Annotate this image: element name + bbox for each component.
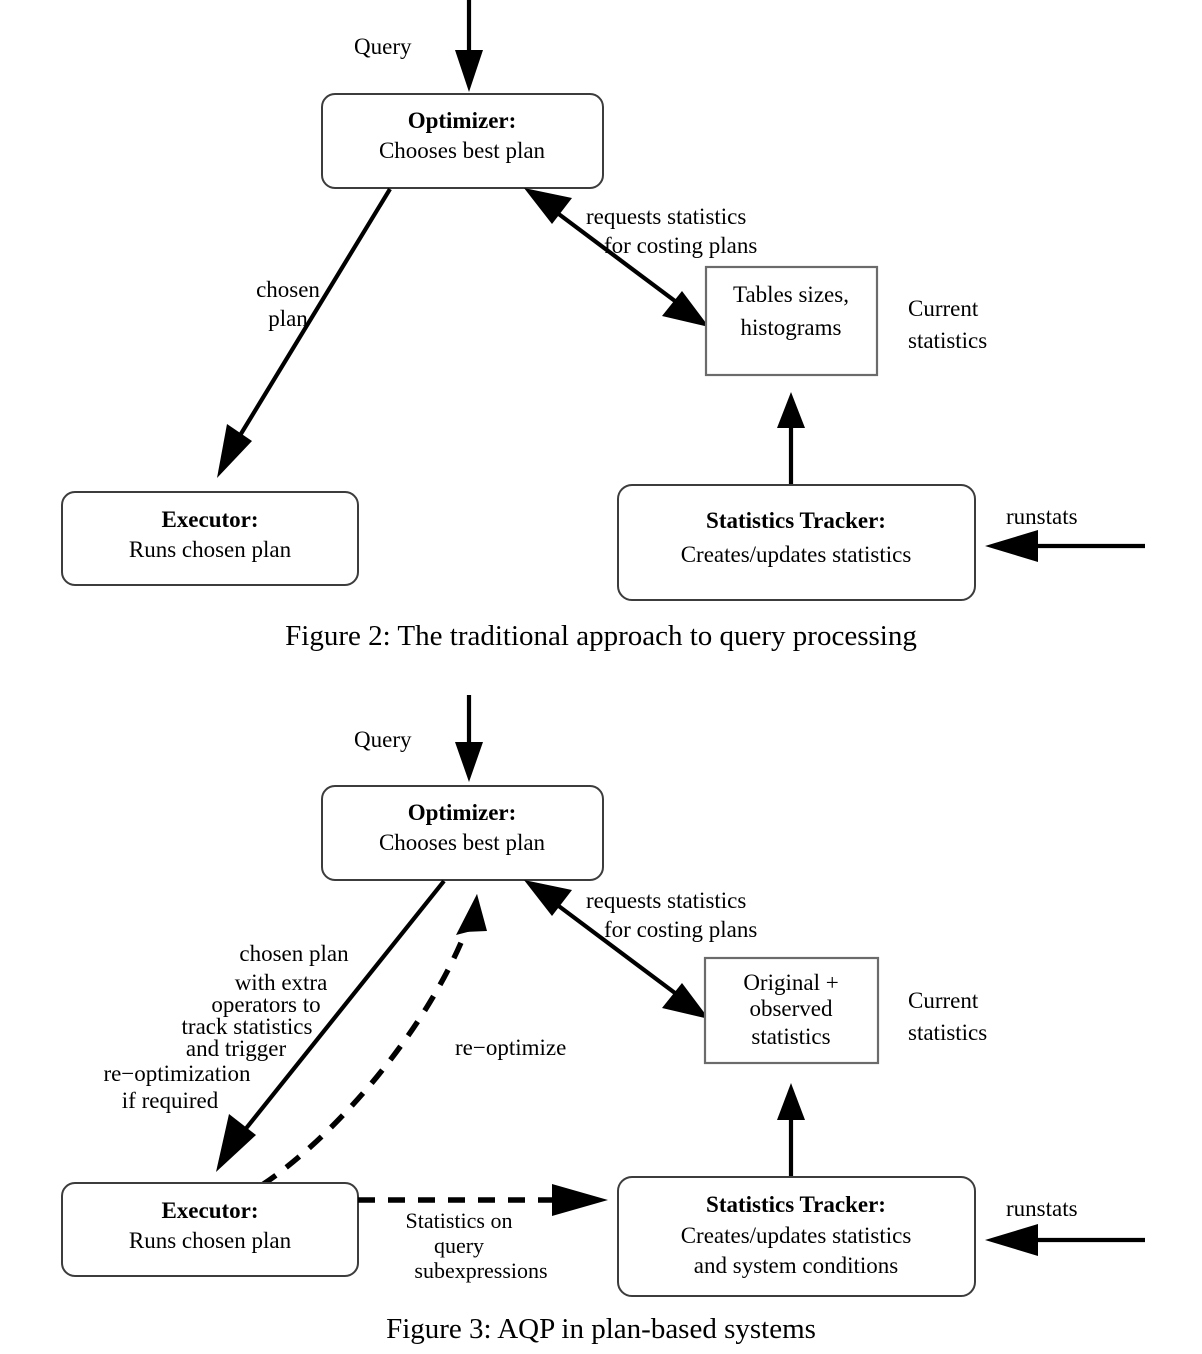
fig2-optimizer-body: Chooses best plan <box>379 138 546 163</box>
fig2-runstats-arrow <box>985 530 1145 562</box>
fig3-query-arrow <box>455 695 483 782</box>
fig3-reoptimize-arrow <box>260 894 487 1188</box>
fig2-optimizer-box[interactable] <box>321 93 604 189</box>
fig2-chosen-plan-label-line2: plan <box>268 306 308 331</box>
fig3-runstats-arrow <box>985 1224 1145 1256</box>
fig3-requests-label-line1: requests statistics <box>586 888 746 913</box>
fig3-chosen-plan-line6: re−optimization <box>103 1061 251 1086</box>
fig2-requests-label-line2: for costing plans <box>604 233 757 258</box>
fig3-chosen-plan-line7: if required <box>122 1088 219 1113</box>
fig2-store-line2: histograms <box>741 315 842 340</box>
fig2-requests-statistics-arrow <box>524 188 709 327</box>
fig2-requests-label-line1: requests statistics <box>586 204 746 229</box>
fig2-optimizer-title: Optimizer: <box>408 108 517 133</box>
fig3-chosen-plan-line2: with extra <box>235 970 328 995</box>
figure-2-group: Query Optimizer: Chooses best plan chose… <box>61 0 1145 652</box>
fig2-query-label: Query <box>354 34 412 59</box>
fig3-chosen-plan-line3: operators to <box>211 992 320 1017</box>
fig3-tracker-title: Statistics Tracker: <box>706 1192 886 1217</box>
fig3-chosen-plan-line1: chosen plan <box>239 941 349 966</box>
fig3-chosen-plan-line5: and trigger <box>186 1036 287 1061</box>
fig3-executor-box[interactable] <box>61 1182 359 1277</box>
fig2-store-line1: Tables sizes, <box>733 282 849 307</box>
fig2-caption: Figure 2: The traditional approach to qu… <box>285 620 917 652</box>
fig3-runstats-label: runstats <box>1006 1196 1078 1221</box>
fig3-caption: Figure 3: AQP in plan-based systems <box>386 1313 816 1345</box>
fig3-executor-title: Executor: <box>161 1198 258 1223</box>
fig3-reoptimize-label: re−optimize <box>455 1035 566 1060</box>
fig3-query-label: Query <box>354 727 412 752</box>
fig3-store-line1: Original + <box>743 970 838 995</box>
fig3-statistics-tracker-box[interactable] <box>617 1176 976 1297</box>
fig3-tracker-body1: Creates/updates statistics <box>681 1223 912 1248</box>
fig3-store-line3: statistics <box>751 1024 830 1049</box>
fig2-executor-body: Runs chosen plan <box>129 537 292 562</box>
fig3-statistics-store-box[interactable] <box>703 956 880 1065</box>
fig3-requests-statistics-arrow <box>524 880 709 1019</box>
fig2-tracker-title: Statistics Tracker: <box>706 508 886 533</box>
fig2-tracker-body: Creates/updates statistics <box>681 542 912 567</box>
fig3-chosen-plan-line4: track statistics <box>182 1014 313 1039</box>
fig3-chosen-plan-arrow <box>216 879 446 1172</box>
fig3-optimizer-box[interactable] <box>321 785 604 881</box>
fig2-runstats-label: runstats <box>1006 504 1078 529</box>
fig2-chosen-plan-arrow <box>217 187 392 478</box>
fig2-statistics-tracker-box[interactable] <box>617 484 976 601</box>
fig3-optimizer-body: Chooses best plan <box>379 830 546 855</box>
fig2-chosen-plan-label-line1: chosen <box>256 277 320 302</box>
figure-3-group: Query Optimizer: Chooses best plan chose… <box>61 695 1145 1345</box>
fig3-store-line2: observed <box>749 996 833 1021</box>
fig3-executor-body: Runs chosen plan <box>129 1228 292 1253</box>
fig2-executor-box[interactable] <box>61 491 359 586</box>
fig3-stats-on-line3: subexpressions <box>414 1258 547 1283</box>
fig3-stats-on-line1: Statistics on <box>406 1208 513 1233</box>
fig3-requests-label-line2: for costing plans <box>604 917 757 942</box>
fig2-current-statistics-line1: Current <box>908 296 979 321</box>
fig3-tracker-to-store-arrow <box>777 1083 805 1176</box>
fig2-executor-title: Executor: <box>161 507 258 532</box>
fig3-current-statistics-line1: Current <box>908 988 979 1013</box>
fig3-optimizer-title: Optimizer: <box>408 800 517 825</box>
fig3-statistics-feedback-arrow <box>358 1184 608 1216</box>
fig3-stats-on-line2: query <box>434 1233 484 1258</box>
fig2-tracker-to-store-arrow <box>777 392 805 484</box>
fig2-current-statistics-line2: statistics <box>908 328 987 353</box>
fig2-query-arrow <box>455 0 483 92</box>
fig3-tracker-body2: and system conditions <box>694 1253 898 1278</box>
fig2-statistics-store-box[interactable] <box>704 265 879 377</box>
fig3-current-statistics-line2: statistics <box>908 1020 987 1045</box>
